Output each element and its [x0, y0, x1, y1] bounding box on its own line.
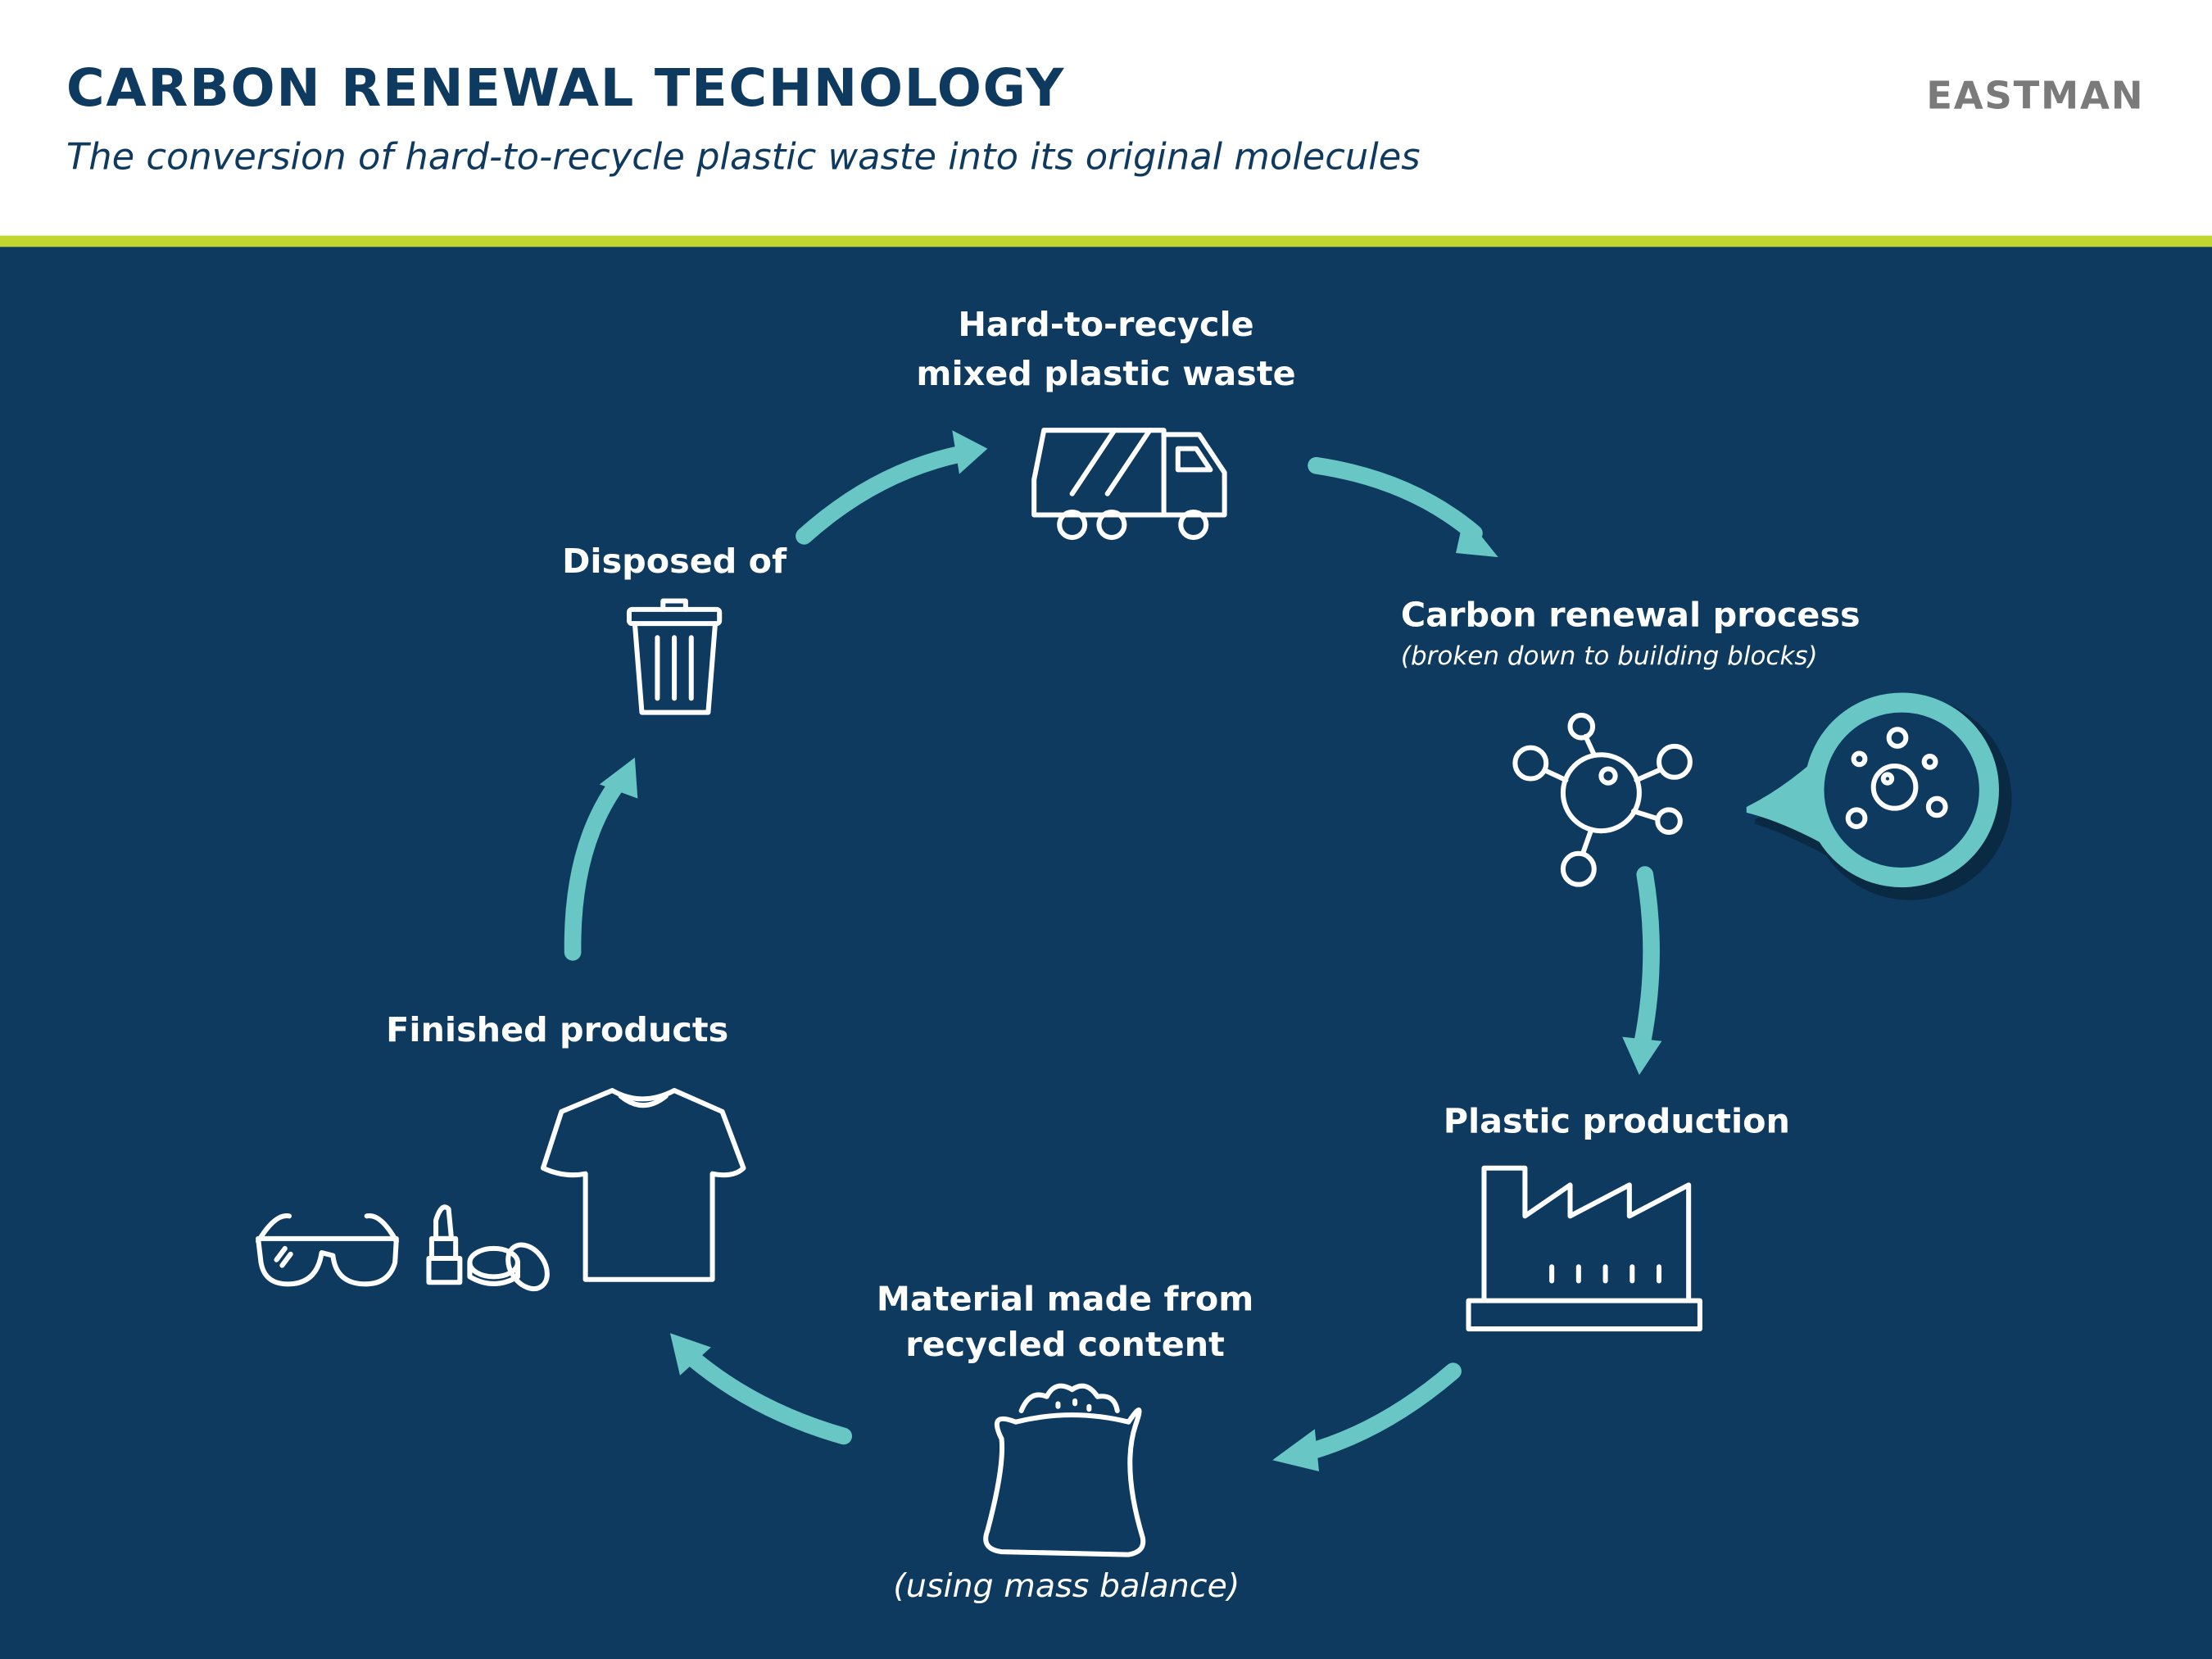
diagram-background: [0, 247, 2212, 1659]
molecule-icon: [1512, 713, 1693, 887]
trash-can-icon: [626, 598, 723, 715]
process-note: (broken down to building blocks): [1401, 641, 1818, 671]
page-title: CARBON RENEWAL TECHNOLOGY: [66, 58, 1065, 119]
sunglasses-icon: [256, 1213, 399, 1287]
magnified-bubble: [1746, 692, 2012, 900]
products-label: Finished products: [386, 1010, 728, 1049]
cycle-arrow-6: [564, 757, 638, 961]
page-subtitle: The conversion of hard-to-recycle plasti…: [66, 135, 1421, 179]
cycle-arrow-2: [1308, 456, 1498, 558]
disposed-label: Disposed of: [562, 542, 787, 581]
cycle-arrow-4: [1272, 1362, 1462, 1471]
lipstick-icon: [426, 1204, 463, 1285]
eastman-logo: EASTMAN: [1926, 74, 2144, 118]
material-label-line2: recycled content: [905, 1325, 1225, 1364]
cycle-arrow-1: [796, 430, 988, 545]
compact-icon: [467, 1242, 550, 1292]
header-background: [0, 0, 2212, 236]
process-label: Carbon renewal process: [1401, 596, 1861, 635]
waste-label-line1: Hard-to-recycle: [958, 305, 1253, 344]
waste-label-line2: mixed plastic waste: [916, 354, 1295, 393]
garbage-truck-icon: [1031, 428, 1227, 541]
factory-icon: [1466, 1165, 1702, 1332]
accent-divider: [0, 235, 2212, 247]
cycle-arrow-5: [669, 1333, 853, 1445]
material-note: (using mass balance): [893, 1567, 1240, 1605]
material-label-line1: Material made from: [877, 1280, 1253, 1319]
cycle-arrow-3: [1622, 866, 1662, 1076]
production-label: Plastic production: [1444, 1102, 1790, 1141]
tshirt-icon: [540, 1088, 746, 1282]
sack-icon: [983, 1383, 1146, 1557]
